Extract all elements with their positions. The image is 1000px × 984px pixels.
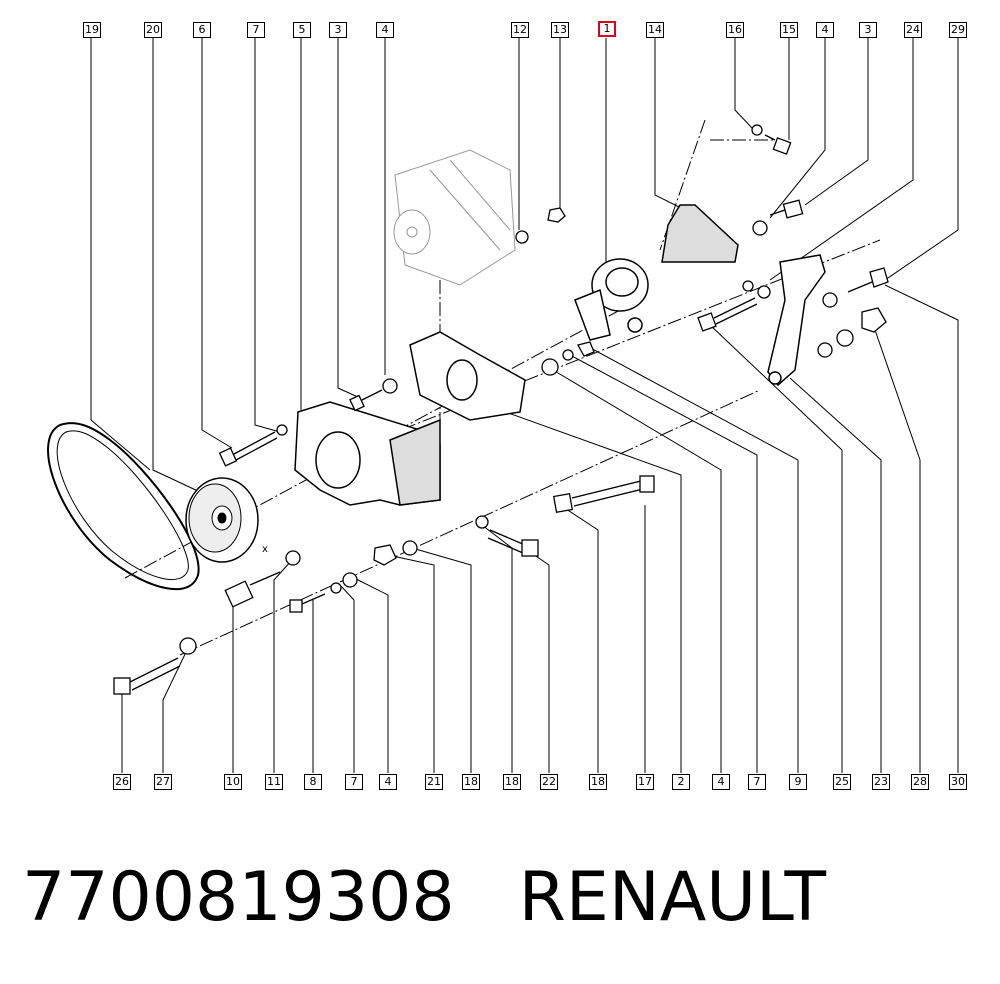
leader-lines-top xyxy=(90,38,959,493)
callout-10: 10 xyxy=(224,774,242,790)
washer xyxy=(541,358,559,376)
washer xyxy=(475,515,489,529)
callout-8: 8 xyxy=(304,774,322,790)
callout-26: 26 xyxy=(113,774,131,790)
callout-30: 30 xyxy=(949,774,967,790)
callout-2: 2 xyxy=(672,774,690,790)
washer xyxy=(752,220,768,236)
callout-24: 24 xyxy=(904,22,922,38)
callout-23: 23 xyxy=(872,774,890,790)
bolt xyxy=(847,267,889,293)
callout-28: 28 xyxy=(911,774,929,790)
bolt xyxy=(113,657,181,695)
callout-4: 4 xyxy=(376,22,394,38)
callout-29: 29 xyxy=(949,22,967,38)
leader-lines-bottom xyxy=(121,284,959,773)
callout-7c: 7 xyxy=(748,774,766,790)
nut xyxy=(861,307,887,333)
part-caption: 7700819308 RENAULT xyxy=(22,858,982,948)
washer xyxy=(757,285,771,299)
washer xyxy=(342,572,358,588)
bolt xyxy=(764,134,792,155)
callout-5: 5 xyxy=(293,22,311,38)
bolt xyxy=(487,529,539,557)
adjusting-rod xyxy=(767,254,826,387)
brand-name: RENAULT xyxy=(518,858,827,937)
washer xyxy=(817,342,833,358)
fasteners xyxy=(113,124,889,695)
washer xyxy=(836,329,854,347)
steering-pump xyxy=(574,258,649,341)
callout-4c: 4 xyxy=(379,774,397,790)
callout-18c: 18 xyxy=(589,774,607,790)
callout-21: 21 xyxy=(425,774,443,790)
washer xyxy=(742,280,754,292)
callout-7: 7 xyxy=(247,22,265,38)
callout-22: 22 xyxy=(540,774,558,790)
mounting-bracket xyxy=(294,331,526,506)
nut xyxy=(373,544,397,566)
callout-18: 18 xyxy=(462,774,480,790)
callout-19: 19 xyxy=(83,22,101,38)
bolt xyxy=(289,593,326,613)
spacer xyxy=(224,571,281,608)
washer xyxy=(285,550,301,566)
washer xyxy=(276,424,288,436)
washer xyxy=(822,292,838,308)
callout-17: 17 xyxy=(636,774,654,790)
callout-15: 15 xyxy=(780,22,798,38)
callout-20: 20 xyxy=(144,22,162,38)
alternator xyxy=(393,149,516,286)
washer xyxy=(515,230,529,244)
x-mark: x xyxy=(262,544,268,555)
bolt xyxy=(218,431,278,467)
callout-3b: 3 xyxy=(859,22,877,38)
washer xyxy=(382,378,398,394)
callout-7b: 7 xyxy=(345,774,363,790)
callout-12: 12 xyxy=(511,22,529,38)
pulley xyxy=(185,477,259,563)
bolt xyxy=(769,199,804,219)
nut xyxy=(547,207,566,223)
callout-11: 11 xyxy=(265,774,283,790)
callout-9: 9 xyxy=(789,774,807,790)
drive-belt xyxy=(47,422,200,591)
bolt xyxy=(552,475,655,514)
bolt xyxy=(349,389,383,412)
part-number: 7700819308 xyxy=(22,858,455,937)
callout-27: 27 xyxy=(154,774,172,790)
callout-4b: 4 xyxy=(816,22,834,38)
callout-18b: 18 xyxy=(503,774,521,790)
callout-25: 25 xyxy=(833,774,851,790)
callout-4d: 4 xyxy=(712,774,730,790)
callout-13: 13 xyxy=(551,22,569,38)
callout-16: 16 xyxy=(726,22,744,38)
nut xyxy=(577,341,595,357)
callout-6: 6 xyxy=(193,22,211,38)
washer xyxy=(751,124,763,136)
callout-14: 14 xyxy=(646,22,664,38)
washer xyxy=(402,540,418,556)
bolt xyxy=(697,297,758,332)
exploded-parts-diagram: x xyxy=(47,38,959,773)
callout-1-highlighted: 1 xyxy=(598,21,616,37)
washer xyxy=(330,582,342,594)
washer xyxy=(179,637,197,655)
tensioner-bracket xyxy=(661,204,739,263)
washer xyxy=(562,349,574,361)
callout-3: 3 xyxy=(329,22,347,38)
